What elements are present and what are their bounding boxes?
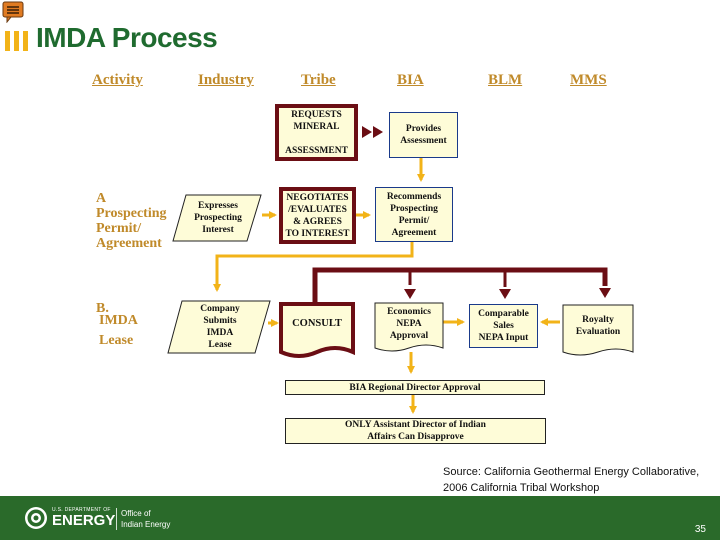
consult-box: CONSULT	[292, 318, 342, 329]
doe-seal-icon	[24, 506, 48, 530]
provides-box: Provides Assessment	[389, 112, 458, 158]
section-b-label: B.	[96, 301, 109, 316]
negotiates-box: NEGOTIATES /EVALUATES & AGREES TO INTERE…	[279, 187, 356, 244]
arrowhead-economics	[404, 289, 416, 299]
consult-shape	[279, 302, 355, 358]
company-box: Company Submits IMDA Lease	[200, 304, 240, 350]
footer-bar	[0, 496, 720, 540]
section-b-text: IMDA Lease	[99, 313, 138, 348]
column-activity: Activity	[92, 72, 143, 88]
arrow-requests-to-provides	[362, 126, 383, 138]
regional-approval-box: BIA Regional Director Approval	[285, 380, 545, 395]
column-mms: MMS	[570, 72, 607, 88]
column-bia: BIA	[397, 72, 424, 88]
economics-box: Economics NEPA Approval	[387, 307, 431, 341]
connector-maroon-bus	[312, 267, 608, 305]
notes-icon[interactable]	[2, 1, 24, 24]
expresses-shape	[172, 194, 262, 242]
requests-box: REQUESTS MINERAL ASSESSMENT	[275, 104, 358, 161]
economics-shape	[374, 302, 444, 352]
arrowhead-royalty	[599, 288, 611, 298]
assistant-director-box: ONLY Assistant Director of Indian Affair…	[285, 418, 546, 444]
royalty-box: Royalty Evaluation	[575, 315, 621, 337]
section-a-label: A Prospecting Permit/ Agreement	[96, 191, 167, 251]
connector-recommends-to-company	[215, 242, 414, 284]
page-title: IMDA Process	[36, 22, 218, 53]
expresses-box: Expresses Prospecting Interest	[194, 201, 242, 235]
royalty-shape	[562, 304, 634, 356]
comparable-box: Comparable Sales NEPA Input	[469, 304, 538, 348]
column-industry: Industry	[198, 72, 254, 88]
doe-dept-label: U.S. DEPARTMENT OF	[52, 507, 111, 513]
column-blm: BLM	[488, 72, 523, 88]
source-citation: Source: California Geothermal Energy Col…	[443, 466, 700, 494]
office-label: Office of Indian Energy	[121, 509, 171, 529]
company-shape	[167, 300, 271, 354]
arrowhead-comparable	[499, 289, 511, 299]
column-tribe: Tribe	[301, 72, 336, 88]
recommends-box: Recommends Prospecting Permit/ Agreement	[375, 187, 453, 242]
doe-energy-label: ENERGY	[52, 512, 116, 529]
page-number: 35	[694, 524, 706, 535]
footer-divider	[116, 508, 117, 530]
